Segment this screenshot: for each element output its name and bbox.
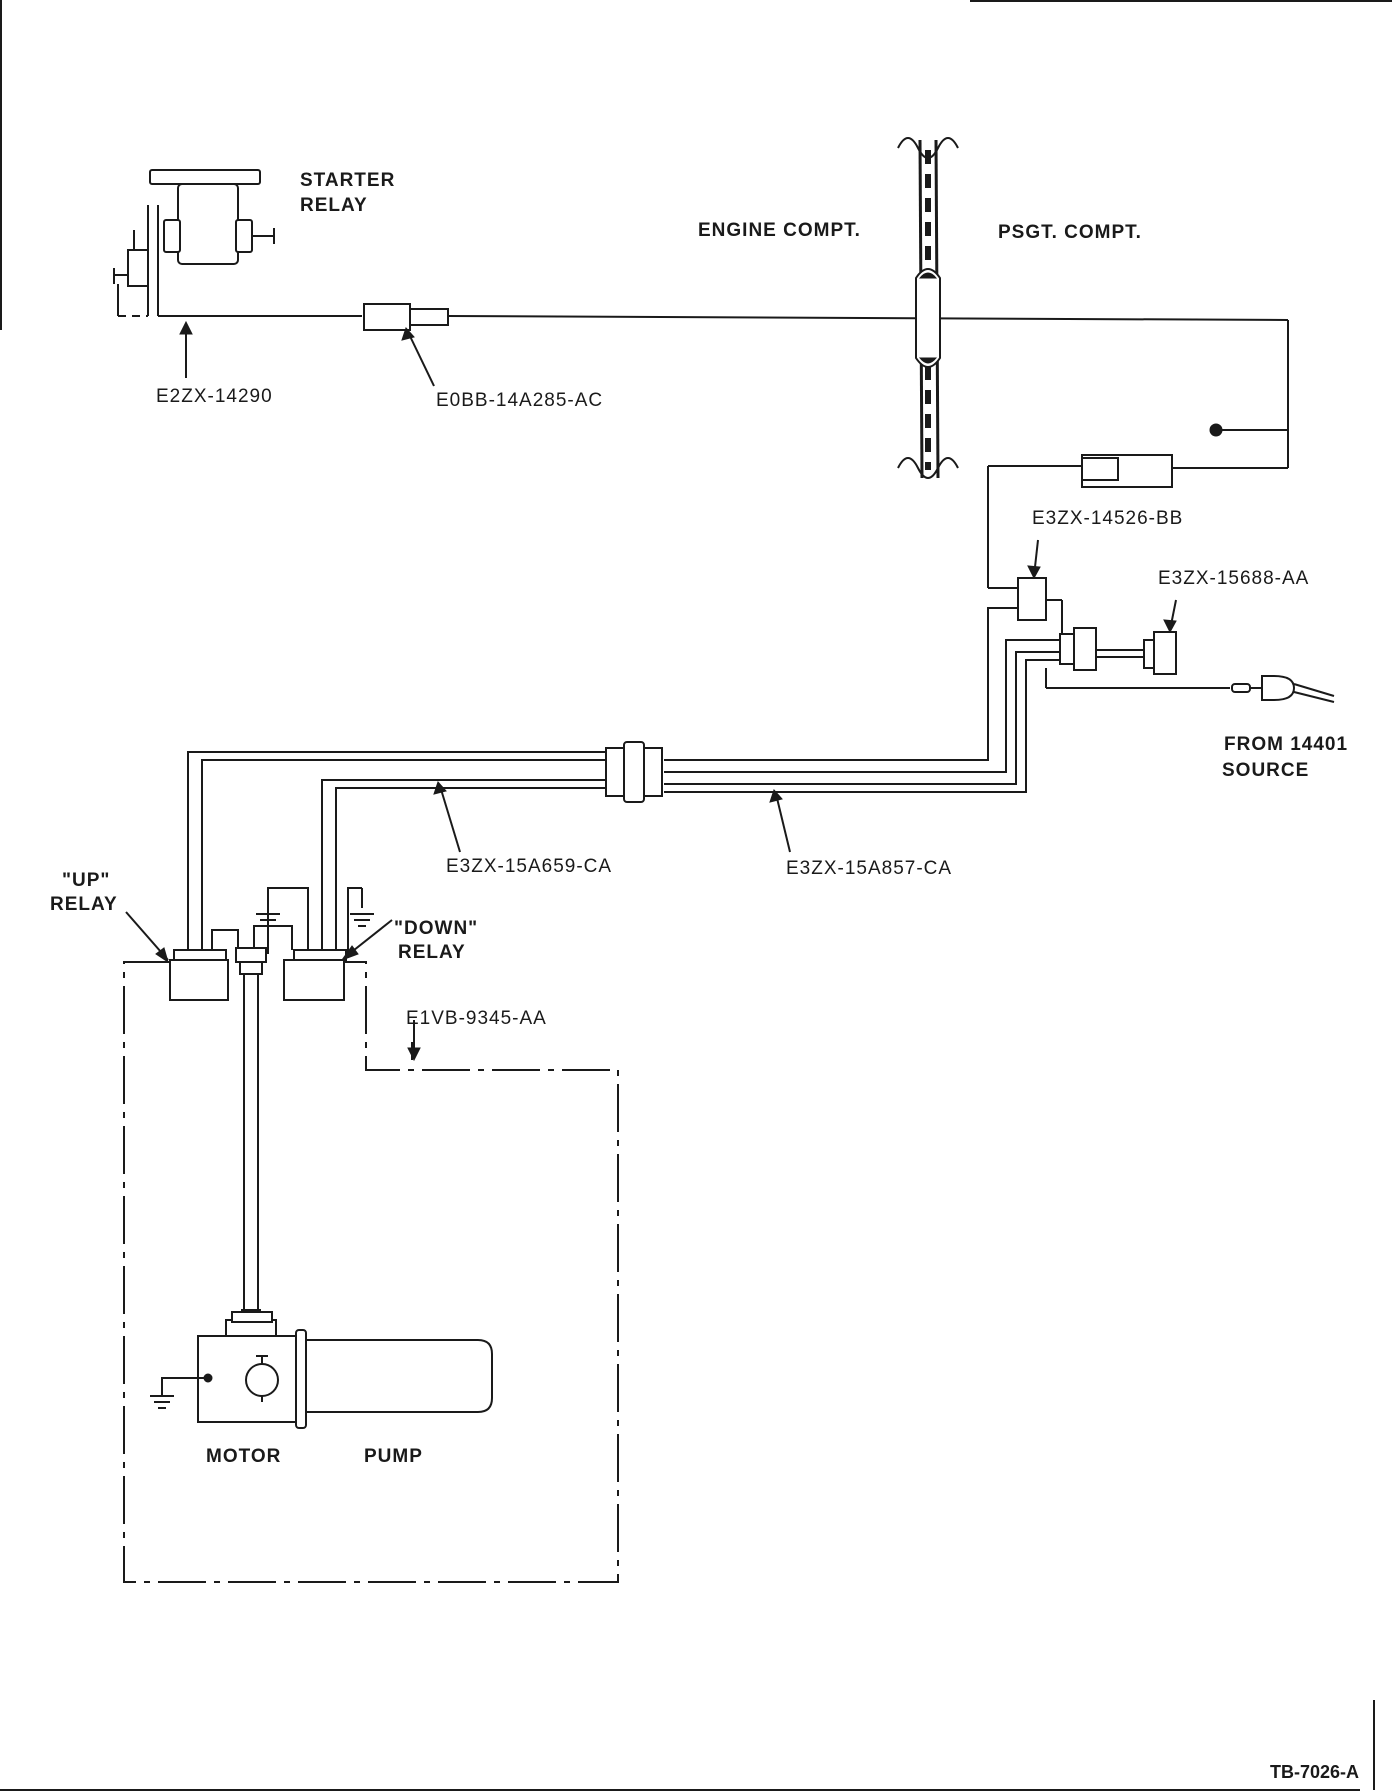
source-label-1: FROM 14401 bbox=[1224, 734, 1349, 755]
psgt-compt-label: PSGT. COMPT. bbox=[998, 222, 1142, 243]
down-relay-label-1: "DOWN" bbox=[394, 918, 479, 939]
up-relay-label-1: "UP" bbox=[62, 870, 111, 891]
cable-starter-label: E2ZX-14290 bbox=[156, 386, 273, 407]
motor-lead-connector bbox=[235, 947, 267, 1323]
motor-label: MOTOR bbox=[206, 1446, 282, 1467]
psgt-connector bbox=[987, 454, 1173, 589]
harness-wiring bbox=[187, 607, 1060, 958]
connector-15688-label: E3ZX-15688-AA bbox=[1158, 568, 1310, 589]
connector-15688 bbox=[1045, 627, 1230, 689]
firewall bbox=[897, 137, 959, 479]
fuse-link-connector bbox=[363, 303, 449, 331]
figure-id-label: TB-7026-A bbox=[1270, 1762, 1360, 1782]
down-relay-label-2: RELAY bbox=[398, 942, 466, 963]
starter-relay bbox=[113, 169, 275, 316]
engine-compt-label: ENGINE COMPT. bbox=[698, 220, 861, 241]
main-feed-wire bbox=[118, 315, 1289, 469]
source-plug bbox=[1231, 675, 1335, 703]
down-relay bbox=[283, 949, 347, 1001]
leader-arrows bbox=[125, 320, 1177, 1062]
connector-14526 bbox=[1017, 577, 1063, 636]
source-label-2: SOURCE bbox=[1222, 760, 1310, 781]
connector-14526-label: E3ZX-14526-BB bbox=[1032, 508, 1184, 529]
motor-pump bbox=[150, 1311, 493, 1429]
up-relay-label-2: RELAY bbox=[50, 894, 118, 915]
starter-relay-label-1: STARTER bbox=[300, 170, 396, 191]
pump-assembly-label: E1VB-9345-AA bbox=[406, 1008, 547, 1029]
pump-assembly-outline bbox=[123, 961, 619, 1583]
harness-15a659-label: E3ZX-15A659-CA bbox=[446, 856, 613, 877]
harness-15a857-label: E3ZX-15A857-CA bbox=[786, 858, 953, 879]
pump-label: PUMP bbox=[364, 1446, 423, 1467]
starter-relay-label-2: RELAY bbox=[300, 195, 368, 216]
fuse-link-label: E0BB-14A285-AC bbox=[436, 390, 604, 411]
up-relay bbox=[169, 925, 293, 1001]
inline-connector bbox=[605, 741, 663, 803]
